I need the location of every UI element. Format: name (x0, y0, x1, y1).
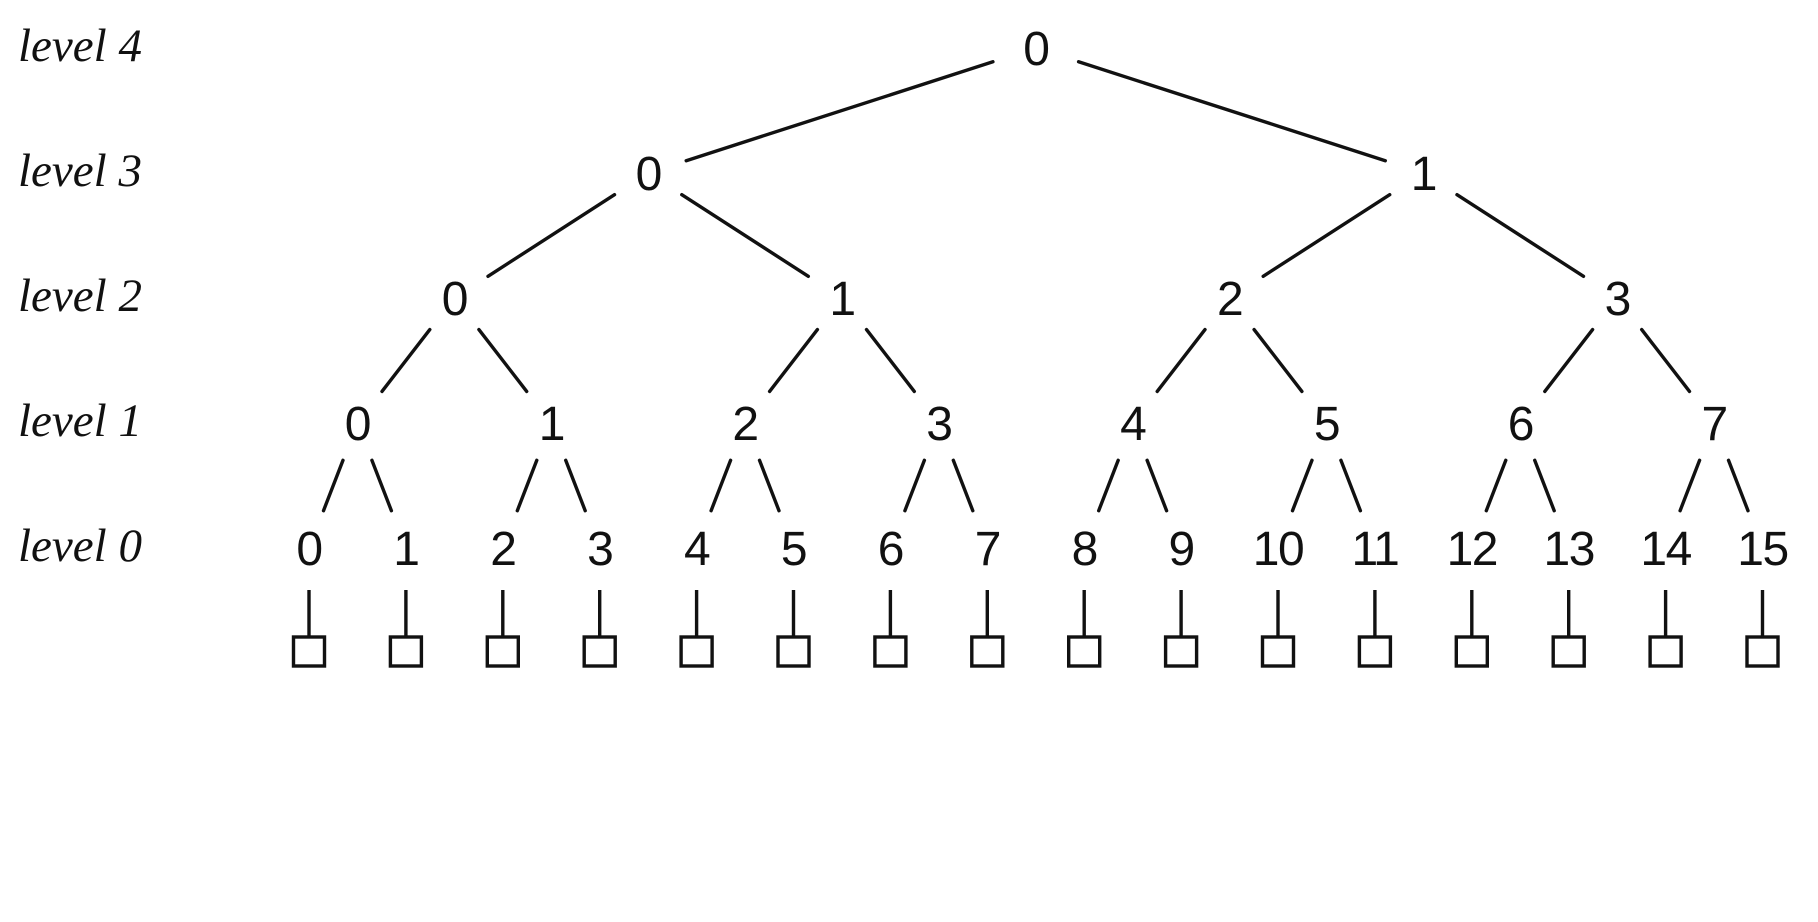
tree-edge (1484, 458, 1508, 513)
tree-edge (1726, 458, 1750, 513)
tree-node-level0-0: 0 (296, 523, 321, 576)
tree-edge (951, 458, 975, 513)
tree-node-level0-7: 7 (975, 523, 1000, 576)
tree-node-level0-8: 8 (1072, 523, 1097, 576)
leaf-box (1454, 635, 1490, 668)
tree-node-level1-7: 7 (1701, 398, 1726, 451)
leaf-box (1163, 635, 1199, 668)
tree-edge (486, 192, 617, 278)
tree-edge (903, 458, 927, 513)
tree-edge (1076, 60, 1388, 163)
tree-node-level0-15: 15 (1737, 523, 1787, 576)
leaf-box (1357, 635, 1393, 668)
tree-edge (321, 458, 345, 513)
level-label-3: level 3 (18, 144, 142, 197)
leaf-box (873, 635, 908, 668)
leaf-box (485, 635, 520, 668)
tree-edge (380, 327, 432, 394)
tree-edge (1639, 327, 1692, 394)
tree-node-level0-4: 4 (684, 523, 710, 576)
tree-edge (1261, 192, 1392, 278)
tree-node-level0-6: 6 (878, 523, 903, 576)
tree-edge (684, 60, 995, 163)
tree-node-level0-9: 9 (1168, 523, 1193, 576)
tree-edge (564, 458, 587, 513)
tree-node-level2-3: 3 (1605, 273, 1630, 326)
tree-edge (1339, 458, 1363, 513)
leaf-box (582, 635, 617, 668)
tree-edge (1455, 192, 1586, 278)
tree-edge (1145, 458, 1169, 513)
tree-edge (515, 458, 539, 513)
tree-node-level1-5: 5 (1314, 398, 1339, 451)
tree-edge (1678, 458, 1702, 513)
leaf-box (1551, 635, 1586, 668)
tree-node-level0-12: 12 (1447, 523, 1497, 576)
tree-node-level0-5: 5 (781, 523, 806, 576)
leaf-box (1066, 635, 1102, 668)
tree-edge (370, 458, 394, 513)
tree-node-level0-1: 1 (393, 523, 418, 576)
leaf-box (1260, 635, 1296, 668)
tree-node-level0-10: 10 (1253, 523, 1303, 576)
tree-edge (1290, 458, 1314, 513)
tree-node-level3-1: 1 (1411, 148, 1436, 201)
tree-edge (1155, 327, 1207, 394)
tree-node-level4-0: 0 (1023, 23, 1048, 76)
tree-node-level1-3: 3 (926, 398, 951, 451)
level-label-1: level 1 (18, 394, 142, 447)
tree-node-level1-4: 4 (1120, 398, 1146, 451)
tree-edge (709, 458, 733, 513)
tree-node-level1-1: 1 (539, 398, 564, 451)
level-label-2: level 2 (18, 269, 142, 322)
tree-node-level2-2: 2 (1217, 273, 1242, 326)
tree-edge (477, 327, 529, 394)
tree-node-level0-14: 14 (1640, 523, 1691, 576)
tree-node-level2-1: 1 (829, 273, 854, 326)
leaf-box (388, 635, 424, 668)
tree-node-level0-13: 13 (1544, 523, 1594, 576)
tree-edge (1096, 458, 1120, 513)
leaf-box (1745, 635, 1780, 668)
tree-edge (767, 327, 820, 394)
tree-node-level1-0: 0 (345, 398, 370, 451)
tree-node-level0-11: 11 (1351, 523, 1398, 576)
leaf-box (291, 635, 327, 668)
leaf-box (1648, 635, 1683, 668)
tree-node-level0-3: 3 (587, 523, 612, 576)
leaf-box (679, 635, 714, 668)
tree-edge (864, 327, 916, 394)
leaf-box (776, 635, 811, 668)
tree-node-level2-0: 0 (442, 273, 467, 326)
tree-edge (1543, 327, 1595, 394)
tree-node-level3-0: 0 (636, 148, 661, 201)
tree-node-level0-2: 2 (490, 523, 515, 576)
tree-edge (1252, 327, 1304, 394)
tree-edge (680, 192, 810, 278)
tree-node-level1-6: 6 (1508, 398, 1533, 451)
level-label-0: level 0 (18, 519, 142, 572)
tree-node-level1-2: 2 (732, 398, 757, 451)
tree-edge (1532, 458, 1556, 513)
tree-edge (757, 458, 781, 513)
leaf-box (970, 635, 1005, 668)
level-label-4: level 4 (18, 19, 142, 72)
